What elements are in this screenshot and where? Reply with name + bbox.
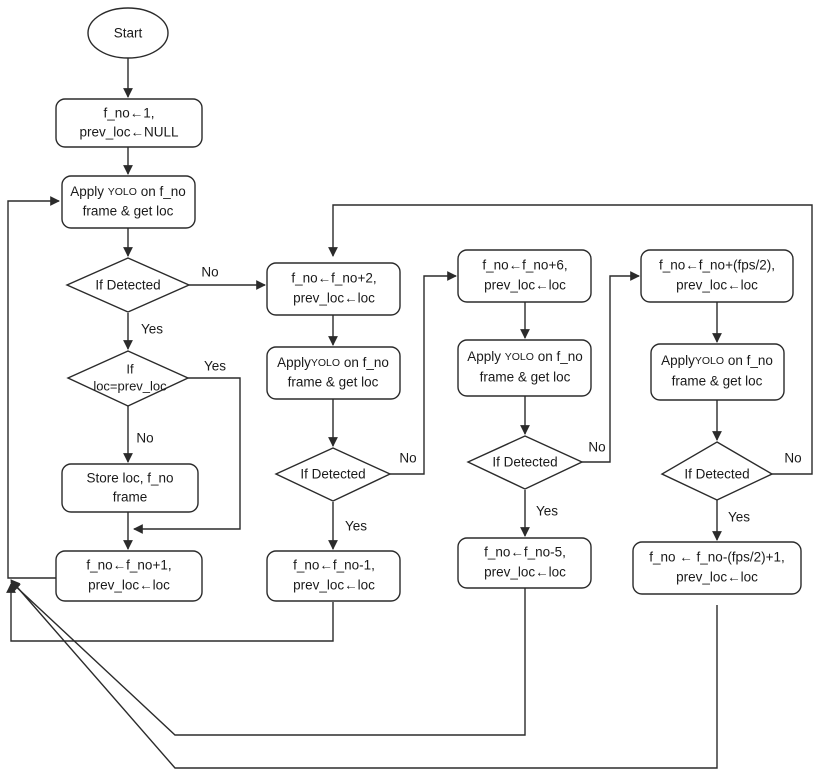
node-apply-yolo-4-line1: ApplyYOLO on f_no [661,353,773,368]
apply-prefix: Apply [277,355,311,370]
edge-label-detected1-no: No [201,265,218,280]
node-init-line2: prev_loc←NULL [79,125,179,140]
apply-prefix: Apply [70,184,108,199]
apply-suffix: on f_no [137,184,186,199]
node-if-detected-3-label: If Detected [492,455,557,470]
node-if-detected-2-label: If Detected [300,467,365,482]
node-if-loc-eq-line2: loc=prev_loc [93,378,167,393]
node-fno-minus5-line1: f_no←f_no-5, [484,545,566,560]
edge-label-detected2-no: No [399,451,416,466]
node-fno-minus1-line2: prev_loc←loc [293,578,375,593]
node-apply-yolo-2-line1: ApplyYOLO on f_no [277,355,389,370]
node-fno-minus-fps-line2: prev_loc←loc [676,570,758,585]
node-fno-plus2[interactable]: f_no←f_no+2, prev_loc←loc [266,262,401,316]
edge-if-detected-4-no-to-fno-plus2 [328,204,813,475]
node-apply-yolo-2-line2: frame & get loc [288,375,379,390]
node-fno-minus1[interactable]: f_no←f_no-1, prev_loc←loc [266,550,401,602]
edge-label-detected4-yes: Yes [728,510,750,525]
node-fno-plus2-line2: prev_loc←loc [293,291,375,306]
edge-fno-minus1-to-rail [6,583,334,642]
apply-prefix: Apply [467,349,505,364]
node-fno-plus6-line1: f_no←f_no+6, [482,258,567,273]
node-apply-yolo-4-line2: frame & get loc [672,374,763,389]
edge-label-loc-eq-no: No [136,431,153,446]
node-fno-plus2-line1: f_no←f_no+2, [291,271,376,286]
node-if-detected-4-label: If Detected [684,467,749,482]
edge-label-detected3-yes: Yes [536,504,558,519]
yolo-label: YOLO [505,351,534,363]
node-apply-yolo-1-line1: Apply YOLO on f_no [70,184,186,199]
node-fno-plus-fps-line2: prev_loc←loc [676,278,758,293]
apply-suffix: on f_no [340,355,389,370]
node-fno-plus1-line2: prev_loc←loc [88,578,170,593]
edge-if-loc-eq-yes-to-merge [133,377,241,534]
node-fno-plus-fps-line1: f_no←f_no+(fps/2), [659,258,775,273]
edge-fno-plus1-to-apply-yolo-1-loop [7,196,60,579]
node-apply-yolo-1[interactable]: Apply YOLO on f_no frame & get loc [61,175,196,229]
edge-fno-minus-fps-to-rail [10,579,718,769]
node-apply-yolo-3[interactable]: Apply YOLO on f_no frame & get loc [457,339,592,397]
edges [6,58,813,769]
node-fno-minus5[interactable]: f_no←f_no-5, prev_loc←loc [457,537,592,589]
node-init[interactable]: f_no←1, prev_loc←NULL [55,98,203,148]
node-if-detected-1[interactable]: If Detected [65,257,191,313]
node-if-detected-2[interactable]: If Detected [274,447,392,502]
yolo-label: YOLO [311,357,340,369]
node-store-loc[interactable]: Store loc, f_no frame [61,463,199,513]
edge-label-detected1-yes: Yes [141,322,163,337]
node-store-loc-line2: frame [113,490,148,505]
node-fno-plus-fps-half[interactable]: f_no←f_no+(fps/2), prev_loc←loc [640,249,794,303]
node-init-line1: f_no←1, [103,106,154,121]
edge-if-detected-3-no-to-fno-plus-fps [582,271,640,463]
yolo-label: YOLO [695,355,724,367]
node-fno-minus1-line1: f_no←f_no-1, [293,558,375,573]
node-apply-yolo-3-line1: Apply YOLO on f_no [467,349,583,364]
node-fno-plus6[interactable]: f_no←f_no+6, prev_loc←loc [457,249,592,303]
apply-suffix: on f_no [724,353,773,368]
edge-label-detected3-no: No [588,440,605,455]
node-if-detected-3[interactable]: If Detected [466,435,584,490]
node-if-loc-equals-prev-loc[interactable]: If loc=prev_loc [66,350,190,407]
edge-label-detected2-yes: Yes [345,519,367,534]
node-start[interactable]: Start [87,7,169,59]
node-apply-yolo-2[interactable]: ApplyYOLO on f_no frame & get loc [266,346,401,400]
edge-if-detected-2-no-to-fno-plus6 [390,271,457,475]
apply-prefix: Apply [661,353,695,368]
node-if-detected-1-label: If Detected [95,278,160,293]
edge-label-loc-eq-yes: Yes [204,359,226,374]
node-fno-plus1-line1: f_no←f_no+1, [86,558,171,573]
node-start-label: Start [114,26,143,41]
node-store-loc-line1: Store loc, f_no [86,471,173,486]
node-apply-yolo-3-line2: frame & get loc [480,370,571,385]
node-fno-plus1[interactable]: f_no←f_no+1, prev_loc←loc [55,550,203,602]
node-fno-minus5-line2: prev_loc←loc [484,565,566,580]
node-apply-yolo-4[interactable]: ApplyYOLO on f_no frame & get loc [650,343,785,401]
edge-label-detected4-no: No [784,451,801,466]
node-fno-minus-fps-line1: f_no ← f_no-(fps/2)+1, [649,550,784,565]
apply-suffix: on f_no [534,349,583,364]
node-fno-plus6-line2: prev_loc←loc [484,278,566,293]
yolo-label: YOLO [108,186,137,198]
node-if-detected-4[interactable]: If Detected [660,441,774,501]
node-fno-minus-fps-half-plus1[interactable]: f_no ← f_no-(fps/2)+1, prev_loc←loc [632,541,802,595]
node-apply-yolo-1-line2: frame & get loc [83,204,174,219]
node-if-loc-eq-line1: If [126,361,134,376]
edge-fno-minus5-to-rail [10,581,526,736]
